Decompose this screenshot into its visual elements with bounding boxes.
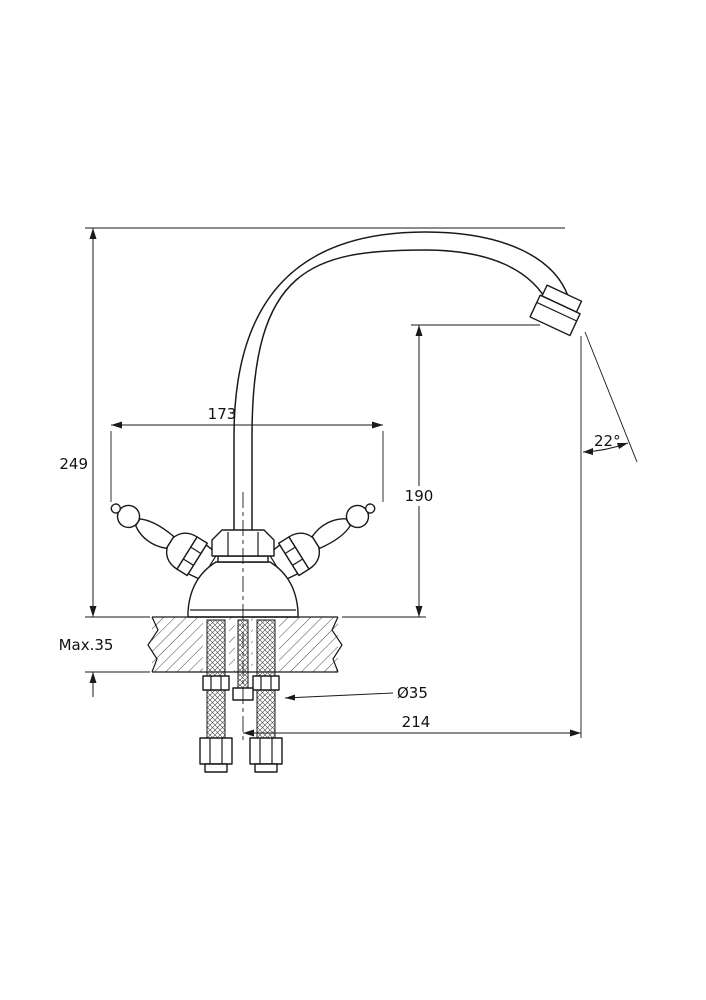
spout-aerator bbox=[529, 284, 583, 337]
outlet-angle-label: 22° bbox=[594, 432, 621, 450]
overall-height-label: 249 bbox=[59, 455, 88, 473]
dimension-handle-span: 173 bbox=[110, 405, 384, 502]
dimension-outlet-angle: 22° bbox=[580, 331, 638, 738]
dimension-hole-diameter: Ø35 bbox=[284, 684, 428, 702]
handle-span-label: 173 bbox=[208, 405, 237, 423]
hole-diameter-label: Ø35 bbox=[397, 684, 428, 702]
dimension-spout-reach: 214 bbox=[243, 713, 581, 737]
break-line-right bbox=[331, 616, 343, 673]
outlet-height-label: 190 bbox=[405, 487, 434, 505]
dimension-deck-thickness: Max.35 bbox=[59, 594, 150, 697]
dimension-overall-height: 249 bbox=[59, 227, 565, 618]
right-supply-shank bbox=[249, 619, 283, 773]
left-hose-nut bbox=[199, 737, 233, 765]
spout-tube bbox=[233, 231, 569, 535]
left-supply-shank bbox=[199, 619, 233, 773]
deck-thickness-label: Max.35 bbox=[59, 636, 114, 654]
spout-reach-label: 214 bbox=[402, 713, 431, 731]
dimension-outlet-height: 190 bbox=[342, 324, 540, 618]
break-line-left bbox=[147, 616, 159, 673]
right-hose-nut bbox=[249, 737, 283, 765]
